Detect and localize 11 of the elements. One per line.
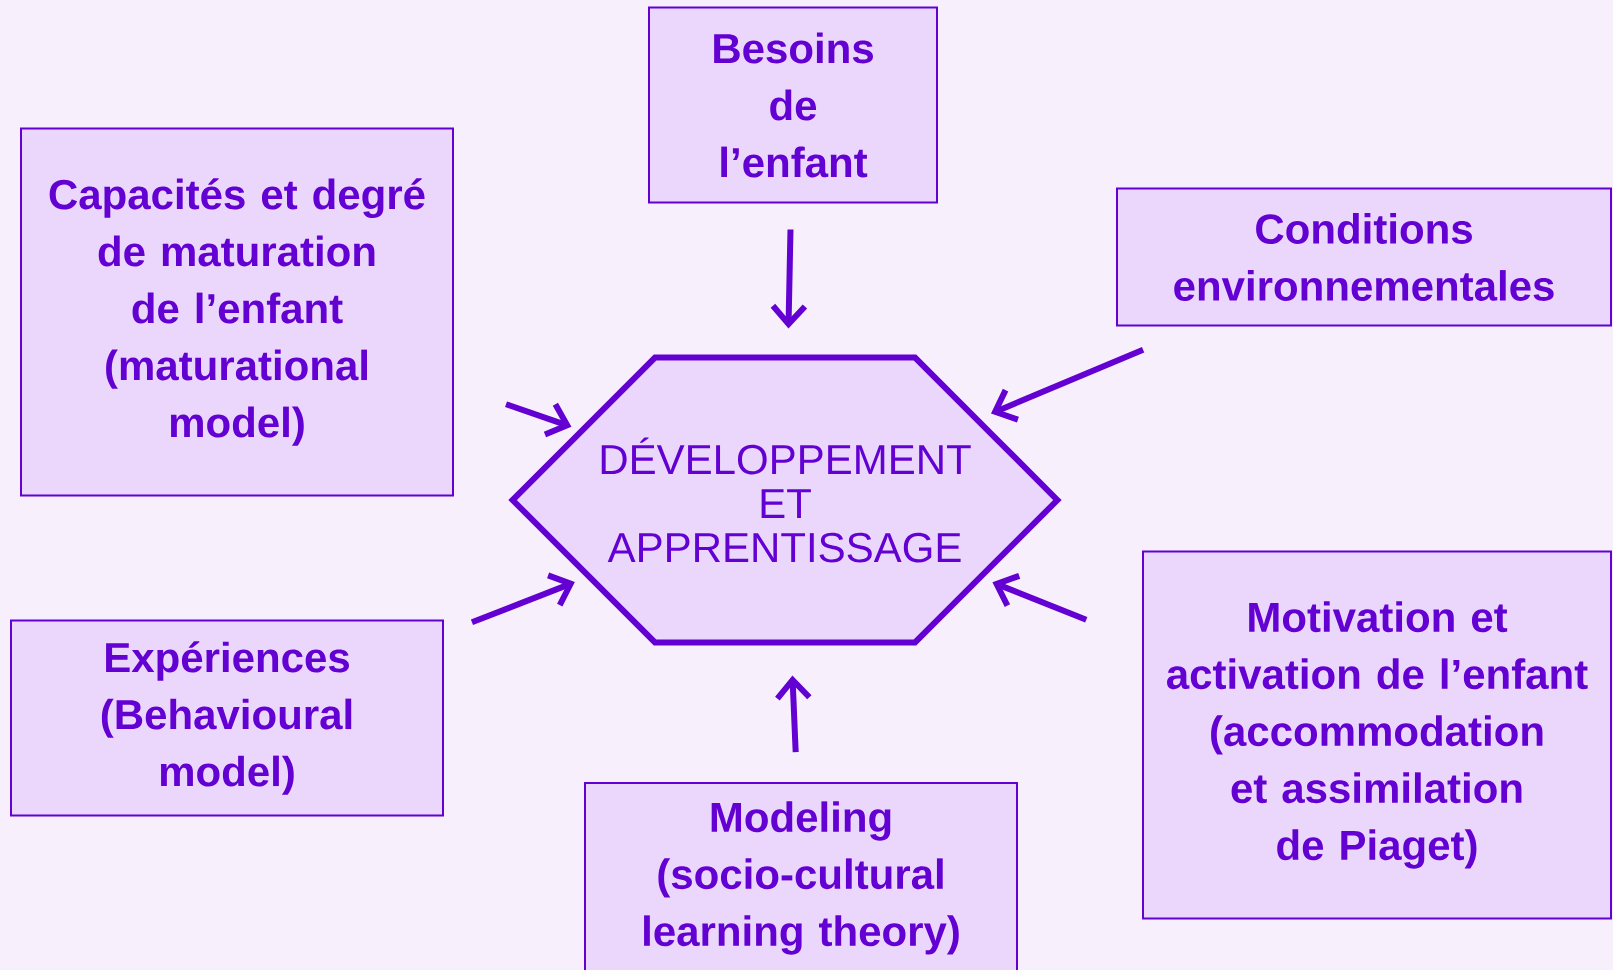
text-box: Capacités et degré de maturation de l’enfant (maturational model) [20, 127, 454, 497]
arrow [770, 229, 808, 329]
text-box: Motivation et activation de l’enfant (accommodation et assimilation de Piaget) [1142, 550, 1612, 920]
text-box: Modeling (socio-cultural learning theory) [584, 782, 1018, 970]
text-box: Conditions environnementales [1116, 187, 1612, 327]
arrow [992, 573, 1088, 623]
text-box: Besoins de l’enfant [648, 6, 938, 204]
arrow [990, 346, 1145, 423]
text-box: Expériences (Behavioural model) [10, 619, 444, 817]
arrow [775, 675, 812, 753]
arrow [470, 572, 575, 626]
